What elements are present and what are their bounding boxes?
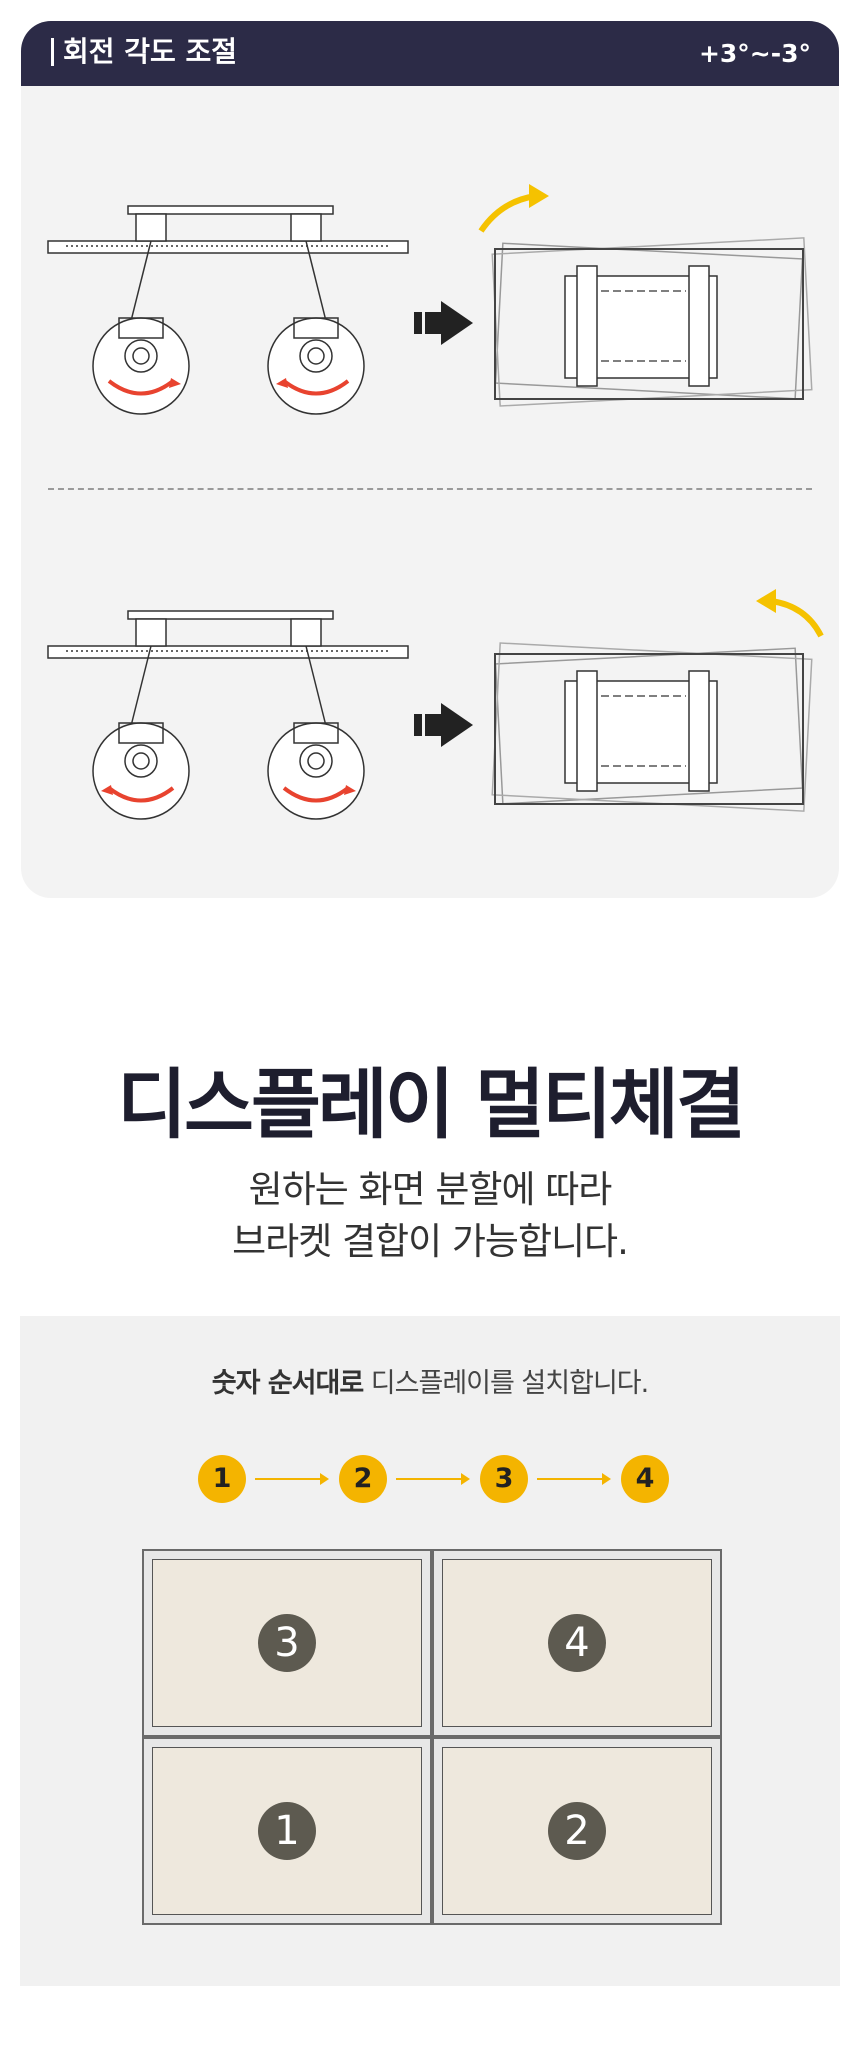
multi-mount-subtitle-line2: 브라켓 결합이 가능합니다. [232, 1220, 629, 1263]
rotation-title: 회전 각도 조절 [63, 35, 238, 68]
panel-number: 4 [548, 1614, 606, 1672]
display-panel-1: 1 [142, 1737, 432, 1925]
step-arrow-icon [255, 1473, 329, 1485]
rotation-header: 회전 각도 조절 +3°~-3° [21, 21, 839, 86]
display-panel-4: 4 [432, 1549, 722, 1737]
instruction-bold: 숫자 순서대로 [211, 1368, 364, 1399]
rotation-diagram-clockwise [21, 116, 839, 416]
next-arrow-icon [414, 703, 473, 747]
step-arrow-icon [396, 1473, 470, 1485]
step-3: 3 [480, 1455, 528, 1503]
display-screen: 2 [442, 1747, 712, 1915]
display-panel-3: 3 [142, 1549, 432, 1737]
rotation-diagram-counterclockwise [21, 526, 839, 826]
rotation-angle-card: 회전 각도 조절 +3°~-3° [21, 21, 839, 898]
step-arrow-icon [537, 1473, 611, 1485]
step-2: 2 [339, 1455, 387, 1503]
display-screen: 1 [152, 1747, 422, 1915]
display-screen: 4 [442, 1559, 712, 1727]
display-screen: 3 [152, 1559, 422, 1727]
display-panel-2: 2 [432, 1737, 722, 1925]
header-accent-bar [51, 38, 54, 66]
step-4: 4 [621, 1455, 669, 1503]
rotation-range: +3°~-3° [698, 39, 811, 68]
multi-mount-title: 디스플레이 멀티체결 [117, 1060, 746, 1149]
multi-mount-subtitle-line1: 원하는 화면 분할에 따라 [248, 1168, 613, 1211]
rotation-diagram-counterclockwise-svg [47, 589, 824, 820]
step-1: 1 [198, 1455, 246, 1503]
instruction-rest: 디스플레이를 설치합니다. [363, 1368, 649, 1399]
install-steps: 1 2 3 4 [20, 1451, 840, 1507]
panel-number: 2 [548, 1802, 606, 1860]
next-arrow-icon [414, 301, 473, 345]
multi-install-card: 숫자 순서대로 디스플레이를 설치합니다. 1 2 3 4 3 4 1 2 [20, 1316, 840, 1986]
section-divider [48, 488, 812, 490]
display-grid: 3 4 1 2 [142, 1549, 722, 1925]
install-instruction: 숫자 순서대로 디스플레이를 설치합니다. [20, 1366, 840, 1402]
panel-number: 3 [258, 1614, 316, 1672]
rotation-diagram-clockwise-svg [47, 184, 813, 415]
panel-number: 1 [258, 1802, 316, 1860]
